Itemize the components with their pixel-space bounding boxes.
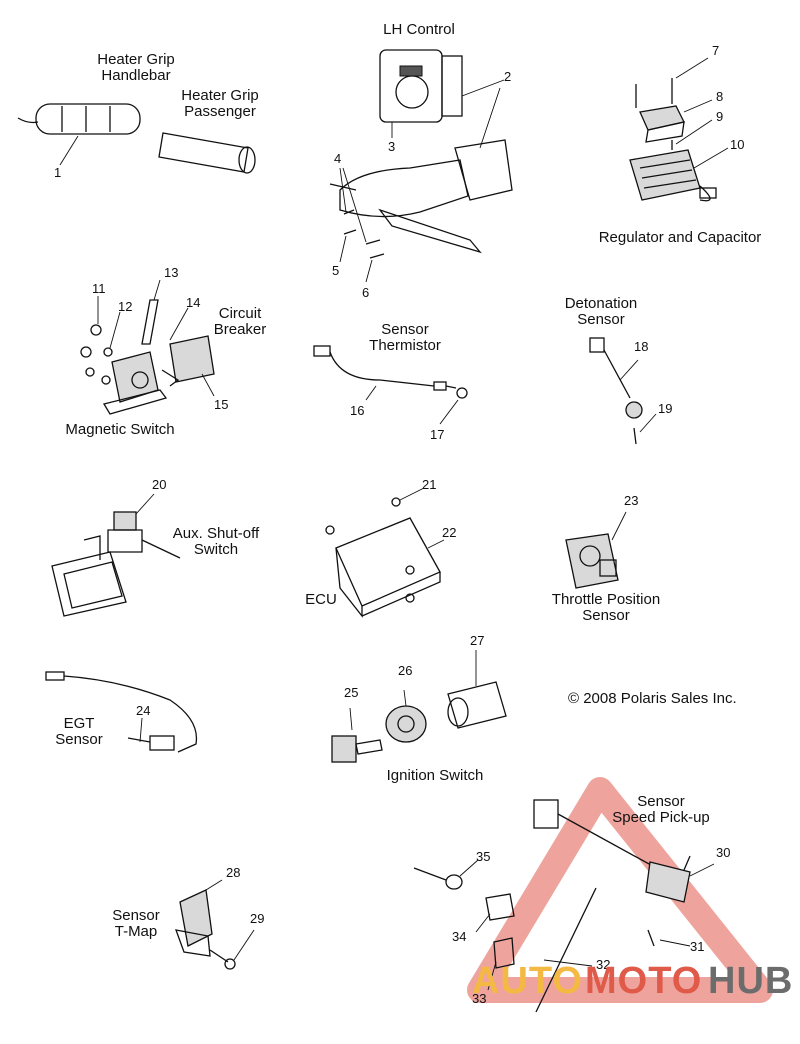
sensor-thermistor [313,345,468,425]
egt-sensor [45,671,198,753]
label-egt-sensor: EGT Sensor [55,715,103,748]
part-number-14: 14 [186,295,201,310]
part-number-24: 24 [136,703,151,718]
watermark-moto: MOTO [585,960,703,1002]
part-number-17: 17 [430,427,445,442]
part-number-32: 32 [596,957,611,972]
part-number-11: 11 [92,281,106,296]
part-number-27: 27 [470,633,485,648]
part-number-7: 7 [712,43,720,58]
label-sensor-thermistor: Sensor Thermistor [369,321,441,354]
part-number-30: 30 [716,845,731,860]
heater-grip-handlebar [17,103,141,166]
part-number-4: 4 [334,151,342,166]
part-number-29: 29 [250,911,265,926]
label-detonation-sensor: Detonation Sensor [564,295,638,328]
part-number-2: 2 [504,69,512,84]
ignition-switch [331,650,507,763]
throttle-position-sensor [565,511,627,589]
part-number-13: 13 [164,265,179,280]
part-number-28: 28 [226,865,241,880]
label-speed-pickup: Sensor Speed Pick-up [612,793,710,826]
aux-shutoff-switch [51,493,181,617]
part-number-23: 23 [624,493,639,508]
part-number-19: 19 [658,401,673,416]
part-number-35: 35 [476,849,491,864]
copyright-text: © 2008 Polaris Sales Inc. [568,690,737,707]
part-number-34: 34 [452,929,467,944]
ecu [325,487,445,618]
part-number-16: 16 [350,403,365,418]
label-ecu: ECU [305,591,337,608]
part-number-8: 8 [716,89,724,104]
label-ignition-switch: Ignition Switch [386,767,484,784]
watermark-hub: HUB [708,960,794,1002]
speed-pickup-assembly [413,799,715,1013]
watermark-auto: AUTO [472,960,583,1002]
sensor-tmap [174,879,255,970]
label-heater-grip-passenger: Heater Grip Passenger [181,87,259,120]
part-number-5: 5 [332,263,340,278]
label-circuit-breaker: Circuit Breaker [213,305,267,338]
part-number-22: 22 [442,525,457,540]
part-number-9: 9 [716,109,724,124]
part-number-25: 25 [344,685,359,700]
magnetic-switch [80,279,215,415]
label-sensor-tmap: Sensor T-Map [112,907,160,940]
lh-control-assembly [329,49,513,283]
part-number-1: 1 [54,165,62,180]
part-number-31: 31 [690,939,705,954]
heater-grip-passenger [158,132,256,174]
label-heater-grip-handlebar: Heater Grip Handlebar [97,51,175,84]
part-number-12: 12 [118,299,133,314]
part-number-3: 3 [388,139,396,154]
regulator-capacitor [629,57,729,202]
part-number-21: 21 [422,477,437,492]
part-number-15: 15 [214,397,229,412]
part-number-18: 18 [634,339,649,354]
part-number-26: 26 [398,663,413,678]
part-number-20: 20 [152,477,167,492]
part-number-6: 6 [362,285,370,300]
label-throttle-position: Throttle Position Sensor [551,591,661,624]
label-magnetic-switch: Magnetic Switch [65,421,175,438]
part-number-10: 10 [730,137,745,152]
label-lh-control: LH Control [383,21,455,38]
label-regulator-capacitor: Regulator and Capacitor [598,229,762,246]
detonation-sensor [589,337,657,445]
part-number-33: 33 [472,991,487,1006]
label-aux-shutoff: Aux. Shut-off Switch [172,525,260,558]
